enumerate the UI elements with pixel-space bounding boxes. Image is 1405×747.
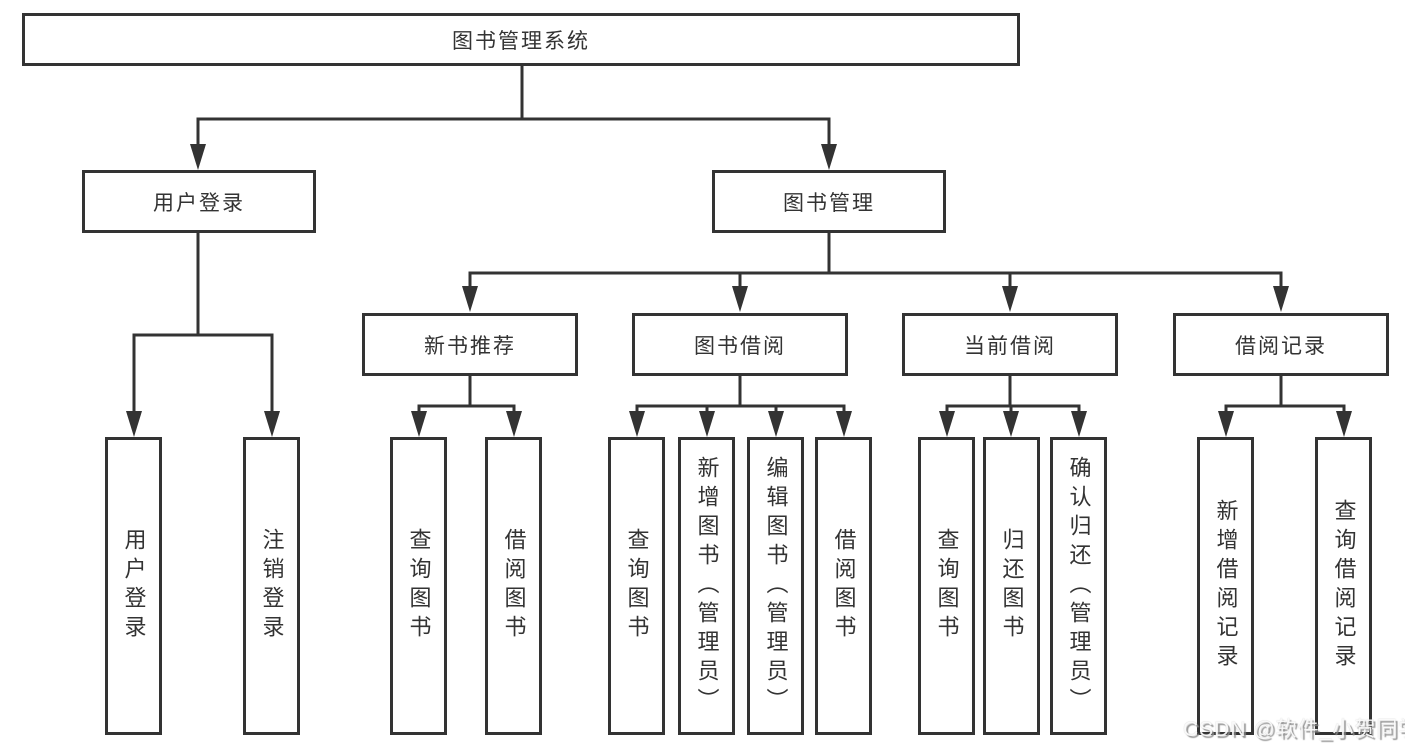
leaf-label: 编辑图书（管理员）	[763, 455, 789, 717]
arrowhead-leaf-query-books-3	[939, 411, 955, 437]
connector-borrowing-records-bracket	[1224, 404, 1346, 413]
arrowhead-leaf-query-books-1	[411, 411, 427, 437]
leaf-query-books-recommend: 查询图书	[390, 437, 447, 735]
arrowhead-new-book-recommend	[462, 286, 478, 312]
leaf-label: 借阅图书	[501, 528, 527, 644]
leaf-confirm-return-admin: 确认归还（管理员）	[1050, 437, 1107, 735]
node-current-borrowing: 当前借阅	[902, 313, 1118, 376]
leaf-label: 新增借阅记录	[1213, 499, 1239, 673]
node-system-root: 图书管理系统	[22, 13, 1020, 66]
arrowhead-leaf-borrow-books-2	[836, 411, 852, 437]
csdn-watermark: CSDN @软件_小贺同学	[1183, 718, 1405, 741]
leaf-label: 查询图书	[934, 528, 960, 644]
leaf-borrow-books-borrowing: 借阅图书	[815, 437, 872, 735]
leaf-logout: 注销登录	[243, 437, 300, 735]
leaf-label: 用户登录	[121, 528, 147, 644]
connector-user-login-bracket	[132, 333, 274, 413]
arrowhead-leaf-confirm-return	[1071, 411, 1087, 437]
connector-current-borrowing-bracket	[945, 404, 1081, 413]
connector-book-borrowing-bracket	[635, 404, 846, 413]
node-book-management: 图书管理	[712, 170, 946, 233]
connector-level3-bracket	[468, 271, 1283, 288]
node-borrowing-records: 借阅记录	[1173, 313, 1389, 376]
arrowhead-leaf-return-books	[1003, 411, 1019, 437]
arrowhead-leaf-add-record	[1218, 411, 1234, 437]
arrowhead-leaf-query-books-2	[629, 411, 645, 437]
leaf-label: 查询图书	[406, 528, 432, 644]
arrowhead-book-borrowing	[732, 286, 748, 312]
leaf-query-books-borrowing: 查询图书	[608, 437, 665, 735]
leaf-label: 注销登录	[259, 528, 285, 644]
leaf-query-books-current: 查询图书	[918, 437, 975, 735]
arrowhead-book-management	[821, 144, 837, 170]
leaf-return-books: 归还图书	[983, 437, 1040, 735]
arrowhead-leaf-user-login	[126, 411, 142, 437]
leaf-label: 确认归还（管理员）	[1066, 455, 1092, 717]
leaf-borrow-books-recommend: 借阅图书	[485, 437, 542, 735]
node-label: 图书借阅	[694, 334, 786, 358]
leaf-label: 查询借阅记录	[1331, 499, 1357, 673]
node-label: 新书推荐	[424, 334, 516, 358]
arrowhead-current-borrowing	[1002, 286, 1018, 312]
arrowhead-leaf-logout	[264, 411, 280, 437]
leaf-add-books-admin: 新增图书（管理员）	[678, 437, 735, 735]
leaf-add-borrow-record: 新增借阅记录	[1197, 437, 1254, 735]
node-label: 图书管理	[783, 191, 875, 215]
node-label: 借阅记录	[1235, 334, 1327, 358]
node-label: 当前借阅	[964, 334, 1056, 358]
arrowhead-leaf-borrow-books-1	[506, 411, 522, 437]
leaf-edit-books-admin: 编辑图书（管理员）	[747, 437, 804, 735]
leaf-label: 归还图书	[999, 528, 1025, 644]
leaf-user-login: 用户登录	[105, 437, 162, 735]
arrowhead-borrowing-records	[1273, 286, 1289, 312]
node-user-login: 用户登录	[82, 170, 316, 233]
node-new-book-recommend: 新书推荐	[362, 313, 578, 376]
leaf-label: 借阅图书	[831, 528, 857, 644]
node-label: 用户登录	[153, 191, 245, 215]
connector-new-book-bracket	[417, 404, 516, 413]
node-label: 图书管理系统	[452, 29, 590, 53]
leaf-label: 查询图书	[624, 528, 650, 644]
arrowhead-user-login	[190, 144, 206, 170]
arrowhead-leaf-add-books	[699, 411, 715, 437]
connector-root-bracket	[196, 117, 831, 146]
arrowhead-leaf-edit-books	[768, 411, 784, 437]
arrowhead-leaf-query-record	[1336, 411, 1352, 437]
node-book-borrowing: 图书借阅	[632, 313, 848, 376]
leaf-query-borrow-record: 查询借阅记录	[1315, 437, 1372, 735]
leaf-label: 新增图书（管理员）	[694, 455, 720, 717]
